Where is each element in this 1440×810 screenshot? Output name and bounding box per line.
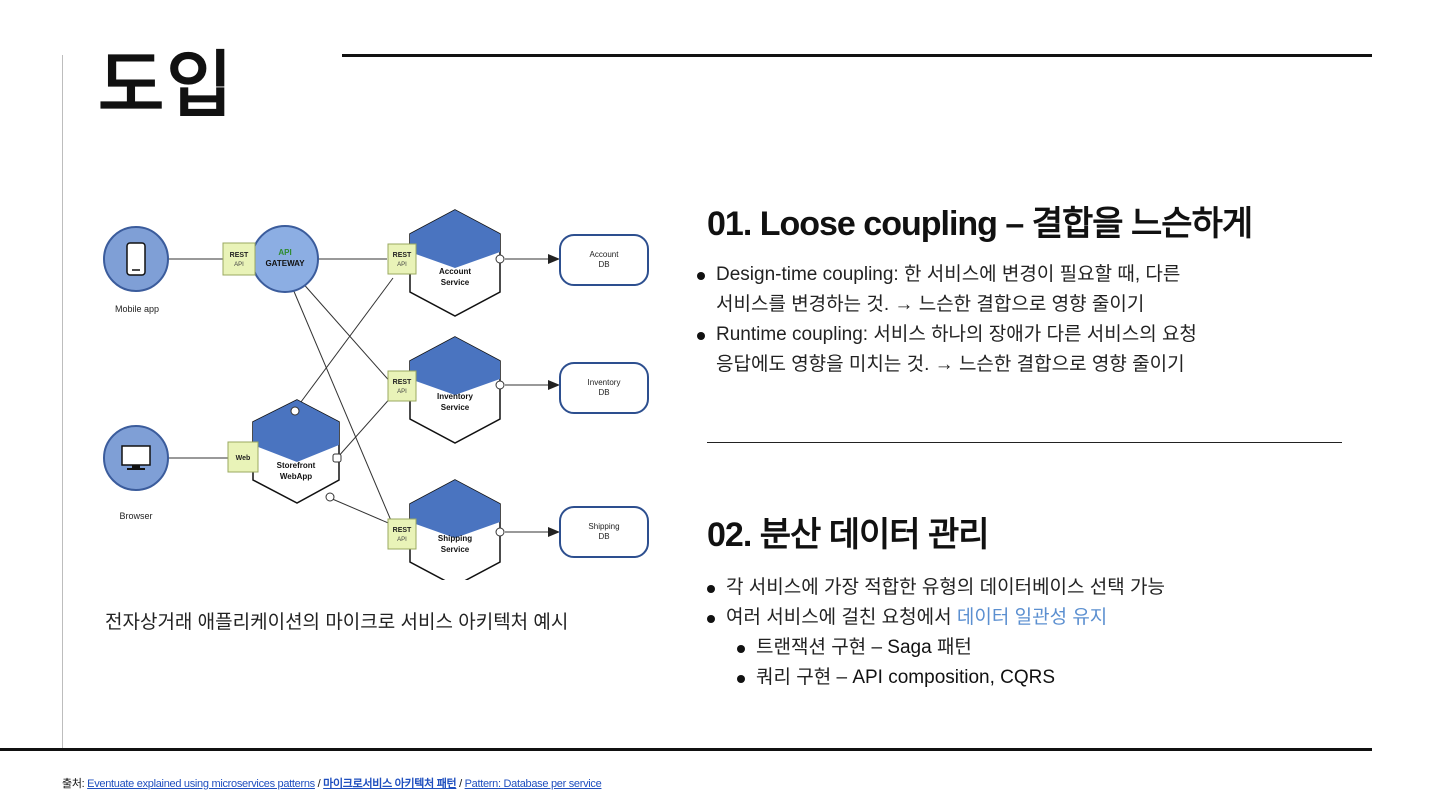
webapp-label-line1: Storefront [277, 461, 316, 470]
client-mobile-label: Mobile app [115, 304, 159, 314]
svg-text:Service: Service [441, 545, 470, 554]
source-link-pattern[interactable]: Pattern: Database per service [464, 778, 602, 790]
svg-text:Service: Service [441, 403, 470, 412]
svg-text:API: API [234, 262, 244, 268]
service-account: Account Service REST API [387, 209, 505, 317]
svg-text:REST: REST [393, 252, 412, 259]
shipping-rest-adapter [387, 518, 417, 550]
sub-list-item: 트랜잭션 구현 – Saga 패턴 [737, 633, 1347, 663]
section2-list: 각 서비스에 가장 적합한 유형의 데이터베이스 선택 가능 여러 서비스에 걸… [707, 573, 1347, 693]
storefront-webapp: Storefront WebApp Web [227, 399, 342, 504]
client-browser-label: Browser [119, 511, 152, 521]
account-rest-adapter [387, 243, 417, 275]
svg-text:REST: REST [393, 379, 412, 386]
gateway-rest-adapter [222, 242, 256, 276]
left-vertical-rule [62, 55, 63, 750]
client-mobile: Mobile app [103, 226, 169, 314]
db-shipping: Shipping DB [559, 506, 649, 558]
diagram-caption: 전자상거래 애플리케이션의 마이크로 서비스 아키텍처 예시 [105, 612, 569, 633]
service-inventory: Inventory Service REST API [387, 336, 505, 444]
svg-text:DB: DB [598, 260, 609, 269]
svg-text:API: API [397, 262, 407, 268]
section2-heading: 02. 분산 데이터 관리 [707, 516, 990, 554]
svg-text:Web: Web [236, 455, 251, 462]
sub-list-item: 쿼리 구현 – API composition, CQRS [737, 663, 1347, 693]
svg-text:Service: Service [441, 278, 470, 287]
svg-text:API: API [397, 537, 407, 543]
connector-lines [168, 258, 550, 533]
api-gateway: API GATEWAY REST API [222, 225, 319, 293]
svg-text:Account: Account [590, 250, 620, 259]
svg-text:Shipping: Shipping [438, 534, 472, 543]
webapp-web-adapter [227, 441, 259, 473]
monitor-icon [121, 445, 151, 470]
svg-text:DB: DB [598, 388, 609, 397]
db-inventory: Inventory DB [559, 362, 649, 414]
arrowheads [548, 254, 560, 537]
list-item: Design-time coupling: 한 서비스에 변경이 필요할 때, … [697, 260, 1317, 320]
section1-list: Design-time coupling: 한 서비스에 변경이 필요할 때, … [697, 260, 1317, 380]
service-shipping: Shipping Service REST API [387, 479, 505, 580]
svg-text:Shipping: Shipping [588, 522, 619, 531]
bottom-rule [0, 748, 1372, 751]
svg-text:REST: REST [230, 252, 249, 259]
svg-text:REST: REST [393, 527, 412, 534]
highlight-text: 데이터 일관성 유지 [956, 607, 1108, 628]
section1-heading: 01. Loose coupling – 결합을 느슨하게 [707, 205, 1253, 243]
gateway-label-line2: GATEWAY [265, 259, 305, 268]
source-footer: 출처: Eventuate explained using microservi… [62, 778, 602, 790]
list-item: 각 서비스에 가장 적합한 유형의 데이터베이스 선택 가능 [707, 573, 1347, 603]
svg-text:API: API [397, 389, 407, 395]
top-rule [342, 54, 1372, 57]
svg-text:Inventory: Inventory [588, 378, 621, 387]
source-link-book[interactable]: 마이크로서비스 아키텍처 패턴 [323, 778, 457, 790]
architecture-diagram: Mobile app Browser API GATEWAY REST API … [103, 209, 649, 580]
slide-title: 도입 [98, 46, 235, 126]
smartphone-icon [126, 242, 146, 276]
section-divider [707, 442, 1342, 443]
client-browser: Browser [103, 425, 169, 521]
list-item: 여러 서비스에 걸친 요청에서 데이터 일관성 유지 [707, 603, 1347, 633]
svg-text:Account: Account [439, 267, 471, 276]
db-account: Account DB [559, 234, 649, 286]
list-item: Runtime coupling: 서비스 하나의 장애가 다른 서비스의 요청… [697, 320, 1317, 380]
svg-text:Inventory: Inventory [437, 392, 474, 401]
webapp-label-line2: WebApp [280, 472, 312, 481]
inventory-rest-adapter [387, 370, 417, 402]
source-link-eventuate[interactable]: Eventuate explained using microservices … [87, 778, 315, 790]
svg-text:DB: DB [598, 532, 609, 541]
gateway-label-line1: API [278, 248, 291, 257]
